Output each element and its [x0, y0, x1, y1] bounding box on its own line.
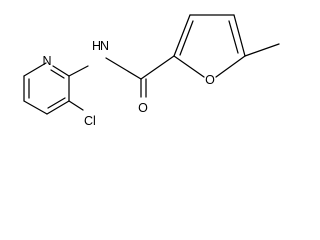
amide-nitrogen-label: N [100, 39, 109, 53]
bond-f5-o [215, 55, 246, 78]
carbonyl-oxygen-label: O [138, 101, 148, 115]
bond-n1-c6 [23, 62, 47, 77]
bond-c2-n1 [52, 65, 70, 77]
bond-c2-nh [68, 65, 89, 77]
bond-f4-f5 [233, 14, 246, 57]
bond-c4-c3-inner [47, 97, 66, 109]
bond-c4-c3 [46, 100, 70, 115]
bond-f4-f5-inner [228, 20, 239, 54]
furan-oxygen-label: O [205, 73, 215, 87]
bond-f5-methyl [244, 43, 280, 57]
bond-c5-c4 [23, 100, 48, 115]
bond-nh-carbonyl [105, 57, 142, 80]
amide-hydrogen-label: H [92, 39, 101, 53]
pyridine-ring [23, 62, 70, 115]
bond-f2-f3 [173, 14, 191, 57]
chlorine-label: Cl [84, 114, 96, 128]
bond-c3-cl [68, 100, 84, 111]
chemical-structure: N H N Cl O O [23, 14, 280, 128]
bond-o-f2 [173, 55, 205, 78]
bond-c2-n1-inner [50, 69, 65, 79]
bond-carbonyl-furan [140, 55, 175, 80]
furan-ring [173, 14, 246, 78]
bond-f2-f3-inner [179, 20, 194, 56]
pyridine-nitrogen-label: N [42, 54, 51, 68]
